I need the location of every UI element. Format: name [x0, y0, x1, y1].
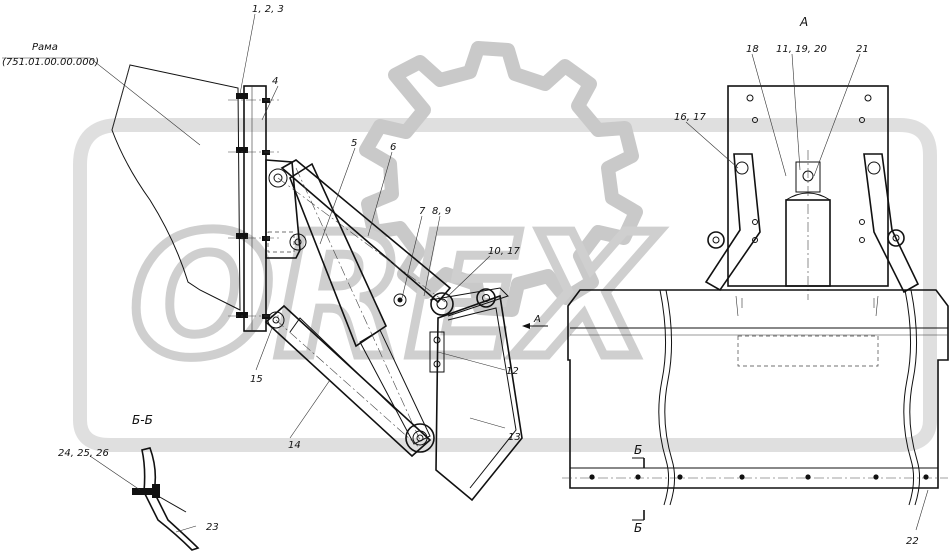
- callout-12: 12: [506, 366, 519, 377]
- upper-arm: [277, 159, 452, 304]
- callout-14: 14: [288, 440, 301, 451]
- callout-10-17: 10, 17: [488, 246, 520, 257]
- callout-4: 4: [272, 76, 278, 87]
- mounting-plate: [228, 85, 280, 332]
- callout-21: 21: [856, 44, 869, 55]
- callout-7: 7: [419, 206, 426, 217]
- pivot-pins: [393, 287, 509, 453]
- cut-mark-bottom: Б: [634, 521, 642, 535]
- section-b-label: Б-Б: [132, 413, 153, 427]
- callout-6: 6: [390, 142, 396, 153]
- frame-code-label: (751.01.00.00.000): [2, 57, 99, 68]
- callout-11-19-20: 11, 19, 20: [776, 44, 827, 55]
- callout-22: 22: [906, 536, 919, 547]
- view-arrow-label: А: [533, 314, 541, 325]
- mount-bracket: [265, 159, 307, 329]
- leader-lines: [2, 13, 929, 533]
- cutting-edge-bolts: [589, 474, 929, 480]
- section-b-b: Б-Б: [132, 413, 200, 551]
- callout-5: 5: [351, 138, 357, 149]
- callout-1-2-3: 1, 2, 3: [252, 4, 284, 15]
- callout-13: 13: [508, 432, 521, 443]
- front-view-a: А: [562, 15, 949, 535]
- view-arrow-a: А: [522, 314, 548, 329]
- frame-name-label: Рама: [32, 42, 58, 53]
- callout-15: 15: [250, 374, 263, 385]
- lower-arm: [264, 304, 432, 458]
- callout-24-25-26: 24, 25, 26: [58, 448, 109, 459]
- callout-18: 18: [746, 44, 759, 55]
- callout-23: 23: [206, 522, 219, 533]
- section-a-label: А: [799, 15, 808, 29]
- callout-8-9: 8, 9: [432, 206, 451, 217]
- bucket-side: [429, 294, 523, 502]
- cut-mark-top: Б: [634, 443, 642, 457]
- callout-labels: Рама (751.01.00.00.000) 1, 2, 3 4 5 6 7 …: [2, 4, 919, 547]
- frame-outline: [111, 64, 241, 311]
- callout-16-17: 16, 17: [674, 112, 706, 123]
